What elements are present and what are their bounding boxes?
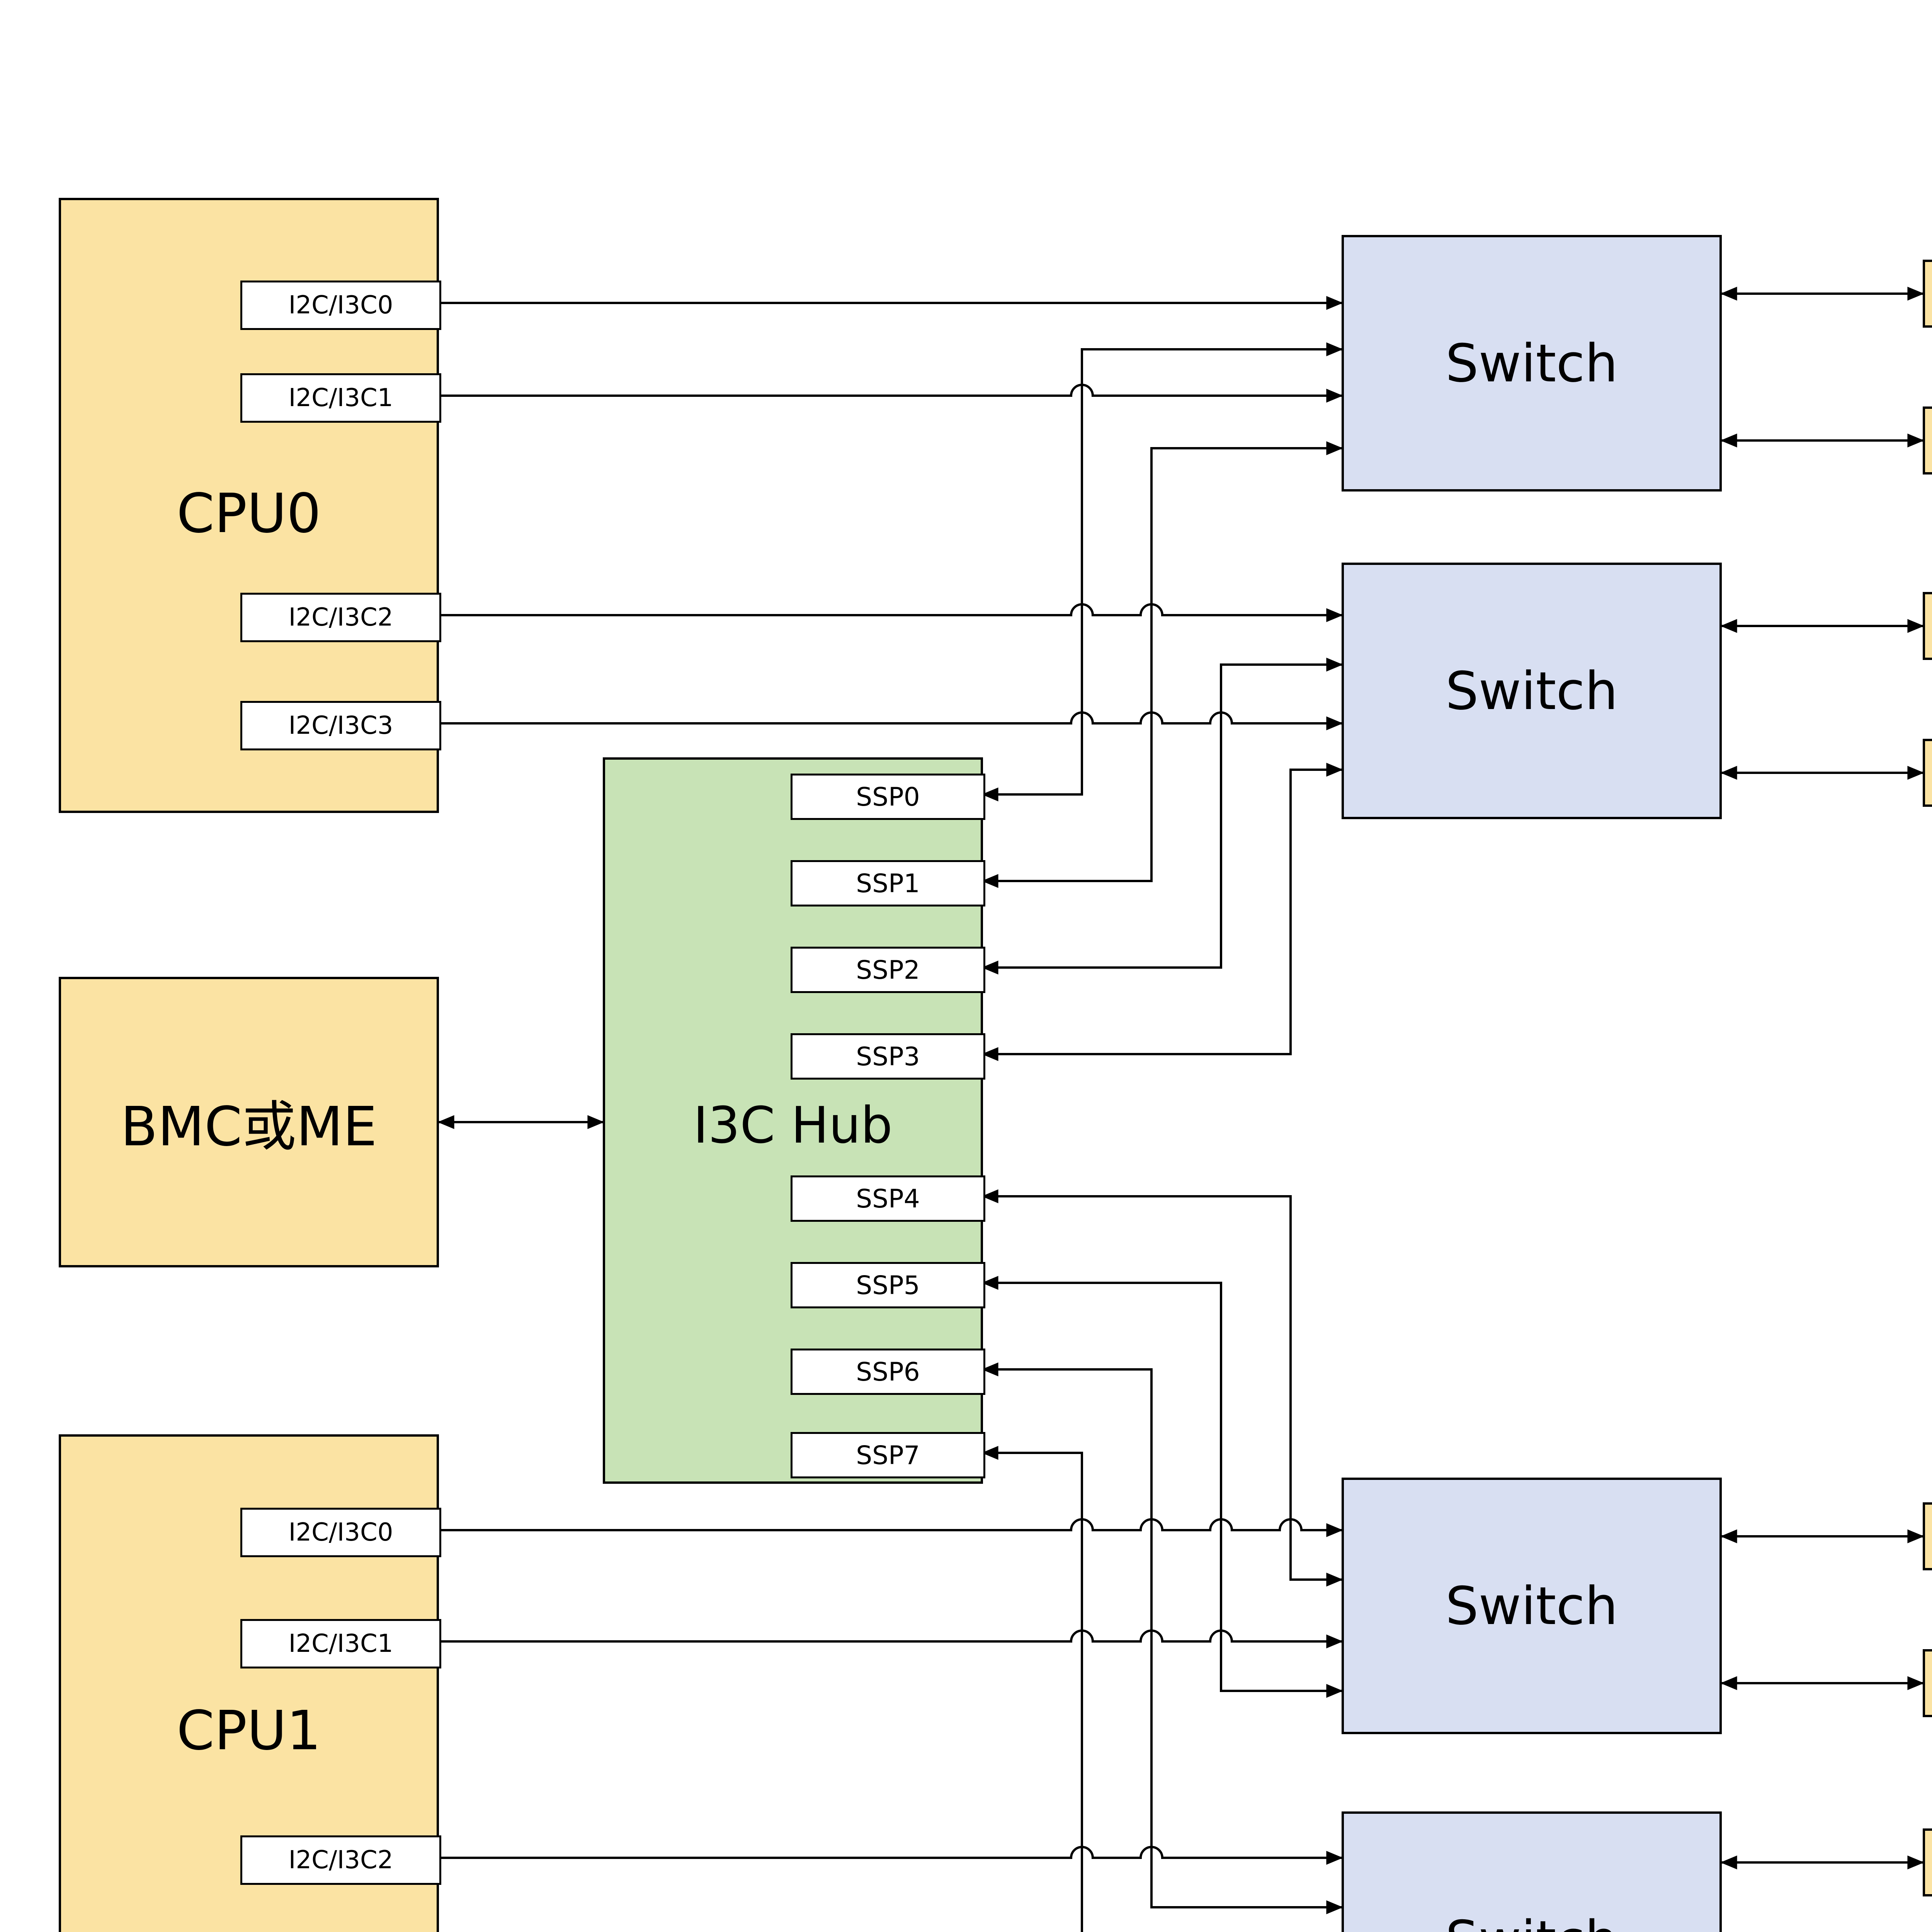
dimm1-block: DDR5 DIMM (1923, 260, 1932, 328)
dimm3-block: DDR5 DIMM (1923, 592, 1932, 660)
cpu1-port-i2c-i3c2: I2C/I3C2 (240, 1835, 441, 1885)
switch3-label: Switch (1445, 1575, 1618, 1636)
dimm5-block: DDR5 DIMM (1923, 1502, 1932, 1570)
wire-cpu1-i2c-i3c0-switch3 (439, 1518, 1343, 1537)
dimm7-block: DDR5 DIMM (1923, 1828, 1932, 1896)
switch4-label: Switch (1446, 1910, 1618, 1932)
i3c-hub-label: I3C Hub (693, 1096, 893, 1155)
cpu1-block: I2C/I3C0 I2C/I3C1 CPU1 I2C/I3C2 I2C/I3C3 (59, 1434, 441, 1932)
hub-port-ssp0: SSP0 (791, 774, 985, 820)
hub-port-ssp7: SSP7 (791, 1432, 985, 1478)
wire-cpu1-i2c-i3c2-switch4 (439, 1846, 1343, 1865)
wire-ssp2-switch2 (981, 658, 1343, 975)
cpu0-block: I2C/I3C0 I2C/I3C1 CPU0 I2C/I3C2 I2C/I3C3 (59, 198, 441, 813)
switch2-block: Switch (1342, 563, 1722, 819)
bmc-block: BMC或ME (59, 977, 439, 1267)
hub-port-ssp6: SSP6 (791, 1349, 985, 1395)
cpu1-port-i2c-i3c1: I2C/I3C1 (240, 1619, 441, 1668)
wire-ssp4-switch3 (981, 1189, 1343, 1587)
hub-port-ssp4: SSP4 (791, 1175, 985, 1222)
hub-port-ssp2: SSP2 (791, 947, 985, 993)
cpu0-port-i2c-i3c2: I2C/I3C2 (240, 593, 441, 642)
wire-cpu0-i2c-i3c2-switch2 (439, 603, 1343, 622)
cpu1-port-i2c-i3c0: I2C/I3C0 (240, 1508, 441, 1557)
cpu1-label: CPU1 (177, 1699, 321, 1762)
wire-cpu0-i2c-i3c1-switch1 (439, 384, 1343, 403)
switch3-block: Switch (1342, 1478, 1722, 1734)
i3c-hub-block: SSP0 SSP1 SSP2 SSP3 I3C Hub SSP4 SSP5 SS… (603, 757, 985, 1484)
wire-ssp7-switch4 (981, 1446, 1343, 1932)
wire-ssp3-switch2 (981, 763, 1343, 1061)
dimm6-block: DDR5 DIMM (1923, 1649, 1932, 1717)
hub-port-ssp1: SSP1 (791, 860, 985, 906)
wire-ssp5-switch3 (981, 1276, 1343, 1698)
switch1-block: Switch (1342, 235, 1722, 492)
dimm4-block: DDR5 DIMM (1923, 739, 1932, 807)
switch2-label: Switch (1445, 660, 1618, 721)
wire-ssp0-switch1 (981, 342, 1343, 801)
switch1-label: Switch (1445, 333, 1618, 394)
hub-port-ssp3: SSP3 (791, 1033, 985, 1080)
wire-cpu1-i2c-i3c1-switch3 (439, 1629, 1343, 1648)
dimm2-block: DDR5 DIMM (1923, 406, 1932, 474)
cpu0-port-i2c-i3c3: I2C/I3C3 (240, 701, 441, 750)
cpu0-label: CPU0 (177, 482, 321, 545)
cpu0-port-i2c-i3c0: I2C/I3C0 (240, 281, 441, 330)
cpu0-port-i2c-i3c1: I2C/I3C1 (240, 373, 441, 423)
bmc-label: BMC或ME (121, 1095, 377, 1158)
switch4-block: Switch (1342, 1811, 1722, 1932)
wire-cpu0-i2c-i3c3-switch2 (439, 711, 1343, 730)
hub-port-ssp5: SSP5 (791, 1262, 985, 1308)
